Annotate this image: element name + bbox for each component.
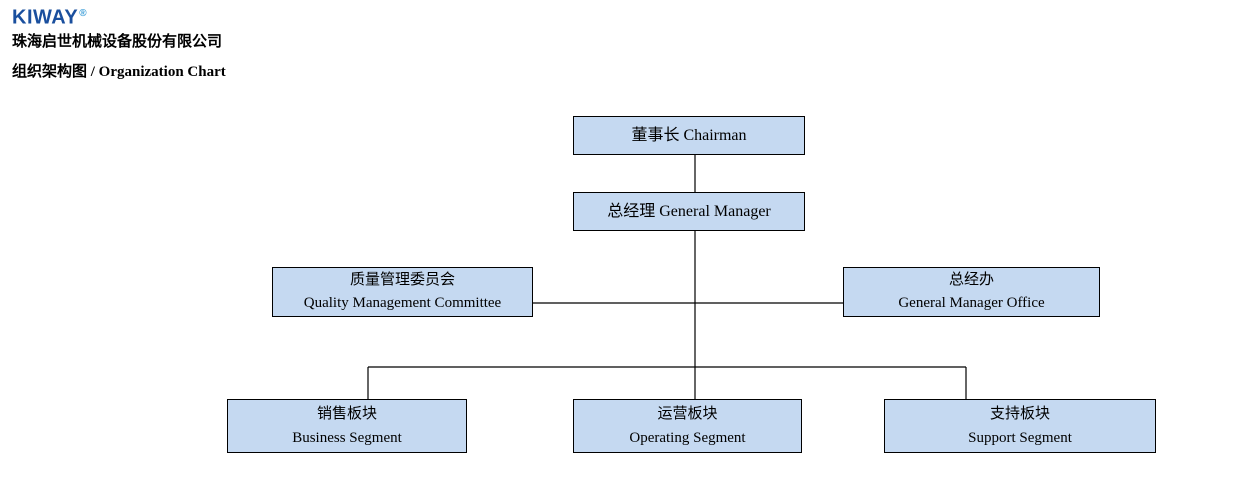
kiway-logo-text: KIWAY bbox=[12, 6, 79, 29]
org-node-general-manager: 总经理 General Manager bbox=[573, 192, 805, 231]
org-node-qmc-label-zh: 质量管理委员会 bbox=[349, 272, 455, 288]
page-title: 组织架构图 / Organization Chart bbox=[12, 64, 226, 80]
org-node-general-manager-office: 总经办 General Manager Office bbox=[843, 267, 1100, 317]
org-node-operating-segment-label-en: Operating Segment bbox=[629, 430, 746, 446]
company-name: 珠海启世机械设备股份有限公司 bbox=[12, 33, 223, 50]
org-node-chairman-label: 董事长 Chairman bbox=[631, 126, 747, 144]
org-node-support-segment-label-en: Support Segment bbox=[968, 430, 1072, 446]
org-node-quality-management-committee: 质量管理委员会 Quality Management Committee bbox=[272, 267, 533, 317]
org-node-support-segment-label-zh: 支持板块 bbox=[989, 406, 1050, 422]
org-node-business-segment-label-en: Business Segment bbox=[292, 430, 402, 446]
org-node-support-segment: 支持板块 Support Segment bbox=[884, 399, 1156, 453]
org-node-operating-segment: 运营板块 Operating Segment bbox=[573, 399, 802, 453]
org-node-general-manager-label: 总经理 General Manager bbox=[607, 202, 771, 220]
org-node-qmc-label-en: Quality Management Committee bbox=[303, 295, 502, 311]
org-node-gmo-label-en: General Manager Office bbox=[898, 295, 1045, 311]
org-node-business-segment: 销售板块 Business Segment bbox=[227, 399, 467, 453]
org-node-chairman: 董事长 Chairman bbox=[573, 116, 805, 155]
org-node-gmo-label-zh: 总经办 bbox=[948, 272, 994, 288]
registered-trademark-icon: ® bbox=[79, 8, 88, 19]
org-node-operating-segment-label-zh: 运营板块 bbox=[657, 406, 718, 422]
org-node-business-segment-label-zh: 销售板块 bbox=[316, 406, 377, 422]
kiway-logo: KIWAY® bbox=[12, 3, 87, 29]
